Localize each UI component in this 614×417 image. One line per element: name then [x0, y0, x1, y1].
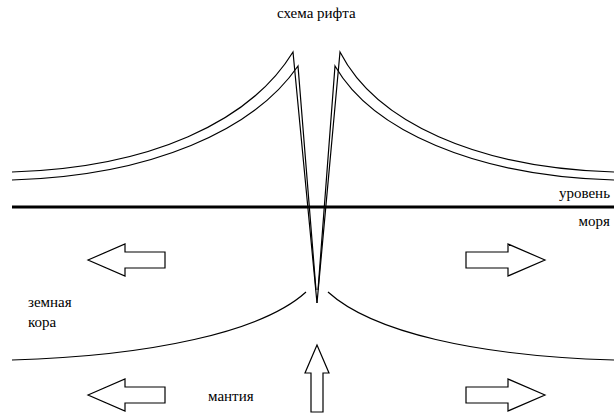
- crust-base: [12, 292, 306, 360]
- spread-arrow: [88, 379, 165, 411]
- spread-arrow: [466, 379, 545, 411]
- mantle-label: мантия: [208, 387, 254, 406]
- crust-label: земная кора: [28, 292, 72, 332]
- sea-level-label: уровень моря: [559, 179, 610, 235]
- crust-outline: [12, 52, 317, 303]
- spread-arrow: [466, 244, 545, 276]
- spread-arrow: [88, 244, 165, 276]
- crust-outline: [318, 66, 614, 290]
- diagram-title: схема рифта: [277, 4, 356, 23]
- sea-level-line: [12, 206, 614, 209]
- crust-outline: [12, 66, 316, 290]
- crust-base: [328, 292, 614, 360]
- upwelling-arrow: [305, 345, 329, 412]
- crust-outline: [317, 52, 614, 303]
